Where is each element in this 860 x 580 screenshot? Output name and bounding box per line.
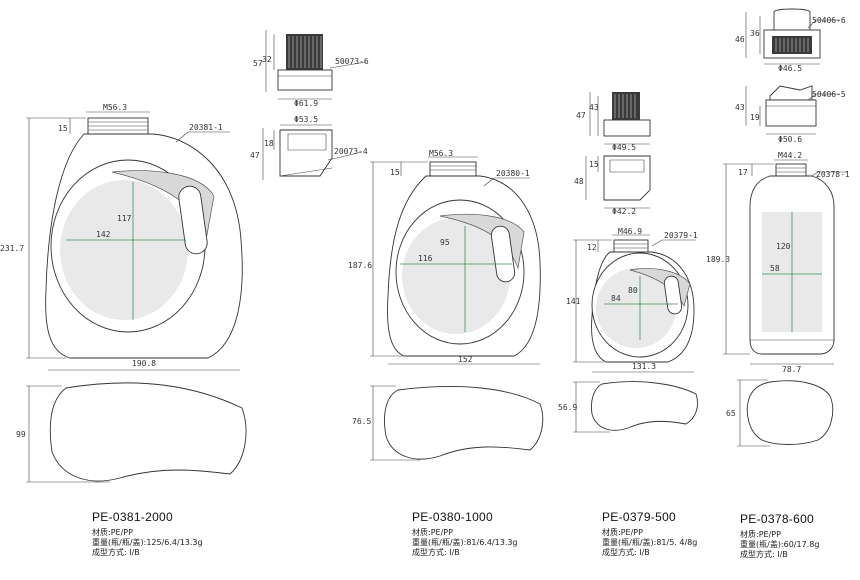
weight-text: 重量(瓶/瓶/盖):81/6.4/13.3g bbox=[412, 538, 518, 547]
material-text: 材质:PE/PP bbox=[602, 528, 643, 537]
bottle-0380-dimensions: 187.6 15 M56.3 20380-1 116 95 152 bbox=[348, 149, 540, 365]
cap-20073-4-code: 20073-4 bbox=[334, 147, 368, 156]
dim-height-0378: 189.3 bbox=[706, 255, 730, 264]
weight-text: 重量(瓶/盖):60/17.8g bbox=[740, 540, 820, 549]
cap-50406-5-height: 43 bbox=[735, 103, 745, 112]
bottle-0379-front-view bbox=[591, 239, 695, 363]
weight-text: 重量(瓶/瓶/盖):81/5. 4/8g bbox=[602, 538, 698, 547]
material-text: 材质:PE/PP bbox=[412, 528, 453, 537]
molding-text: 成型方式: I/B bbox=[602, 548, 650, 557]
dim-label-w-0378: 58 bbox=[770, 264, 780, 273]
dim-height-0381: 231.7 bbox=[0, 244, 24, 253]
cap-0379-a-diameter: Φ49.5 bbox=[612, 143, 636, 152]
bottle-0378-front-view bbox=[749, 163, 835, 355]
cap-50406-5-diameter: Φ50.6 bbox=[778, 135, 802, 144]
dim-height-0380: 187.6 bbox=[348, 261, 372, 270]
cap-0379-a: 47 43 Φ49.5 bbox=[576, 92, 651, 152]
bottle-0380-top-view: 76.5 bbox=[352, 385, 544, 461]
cap-50406-6: 46 36 Φ46.5 50406-6 bbox=[735, 8, 846, 73]
caption-0381: PE-0381-2000 材质:PE/PP 重量(瓶/瓶/盖):125/6.4/… bbox=[92, 510, 203, 558]
cap-0379-b-height: 48 bbox=[574, 177, 584, 186]
dim-width-0379: 131.3 bbox=[632, 362, 656, 371]
bottle-0381-front-view bbox=[45, 117, 243, 359]
cap-50406-5: 43 19 Φ50.6 50406-5 bbox=[735, 85, 846, 144]
bottle-code-0379: 20379-1 bbox=[664, 231, 698, 240]
dim-label-w-0381: 142 bbox=[96, 230, 111, 239]
bottle-0379-top-view: 56.9 bbox=[558, 381, 698, 433]
dim-label-h-0378: 120 bbox=[776, 242, 791, 251]
bottle-0379-dimensions: 141 12 M46.9 20379-1 84 80 131.3 bbox=[566, 227, 698, 373]
dim-neck-0380: 15 bbox=[390, 168, 400, 177]
molding-text: 成型方式: I/B bbox=[740, 550, 788, 559]
cap-50406-6-inner: 36 bbox=[750, 29, 760, 38]
dim-neck-0379: 12 bbox=[587, 243, 597, 252]
bottle-0379-label-area bbox=[596, 268, 676, 348]
dim-neck-0381: 15 bbox=[58, 124, 68, 133]
dim-label-w-0380: 116 bbox=[418, 254, 433, 263]
cap-0379-b-diameter: Φ42.2 bbox=[612, 207, 636, 216]
cap-20073-4: 47 18 Φ53.5 20073-4 bbox=[250, 115, 368, 180]
molding-text: 成型方式: I/B bbox=[412, 548, 460, 557]
bottle-0381-top-view: 99 bbox=[16, 382, 247, 483]
dim-depth-0378: 65 bbox=[726, 409, 736, 418]
cap-50073-6-code: 50073-6 bbox=[335, 57, 369, 66]
dim-neck-0378: 17 bbox=[738, 168, 748, 177]
cap-0379-b: 48 15 Φ42.2 bbox=[574, 155, 651, 216]
dim-depth-0381: 99 bbox=[16, 430, 26, 439]
bottle-0378-dimensions: 189.3 17 M44.2 20378-1 120 58 78.7 bbox=[706, 151, 850, 374]
cap-20073-4-height: 47 bbox=[250, 151, 260, 160]
cap-0379-b-inner: 15 bbox=[589, 160, 599, 169]
cap-20073-4-diameter: Φ53.5 bbox=[294, 115, 318, 124]
dim-thread-0380: M56.3 bbox=[429, 149, 453, 158]
caption-0379: PE-0379-500 材质:PE/PP 重量(瓶/瓶/盖):81/5. 4/8… bbox=[602, 510, 697, 558]
model-name: PE-0380-1000 bbox=[412, 510, 493, 524]
cap-50406-6-diameter: Φ46.5 bbox=[778, 64, 802, 73]
cap-50406-6-code: 50406-6 bbox=[812, 16, 846, 25]
dim-thread-0381: M56.3 bbox=[103, 103, 127, 112]
bottle-0380-label-area bbox=[402, 218, 510, 334]
dim-label-h-0379: 80 bbox=[628, 286, 638, 295]
material-text: 材质:PE/PP bbox=[740, 530, 781, 539]
bottle-0380-front-view bbox=[387, 161, 541, 357]
bottle-code-0381: 20381-1 bbox=[189, 123, 223, 132]
cap-50406-6-height: 46 bbox=[735, 35, 745, 44]
dim-label-h-0380: 95 bbox=[440, 238, 450, 247]
model-name: PE-0381-2000 bbox=[92, 510, 173, 524]
bottle-code-0378: 20378-1 bbox=[816, 170, 850, 179]
dim-width-0380: 152 bbox=[458, 355, 473, 364]
cap-0379-a-inner: 43 bbox=[589, 103, 599, 112]
material-text: 材质:PE/PP bbox=[92, 528, 133, 537]
dim-width-0378: 78.7 bbox=[782, 365, 801, 374]
bottle-0381-label-area bbox=[60, 180, 188, 320]
bottle-0378-top-view: 65 bbox=[726, 379, 834, 447]
model-name: PE-0378-600 bbox=[740, 512, 815, 526]
dim-depth-0379: 56.9 bbox=[558, 403, 577, 412]
dim-thread-0378: M44.2 bbox=[778, 151, 802, 160]
dim-height-0379: 141 bbox=[566, 297, 581, 306]
cap-50073-6-inner: 32 bbox=[262, 55, 272, 64]
bottle-code-0380: 20380-1 bbox=[496, 169, 530, 178]
dim-thread-0379: M46.9 bbox=[618, 227, 642, 236]
caption-0380: PE-0380-1000 材质:PE/PP 重量(瓶/瓶/盖):81/6.4/1… bbox=[412, 510, 518, 558]
dim-label-w-0379: 84 bbox=[611, 294, 621, 303]
dim-depth-0380: 76.5 bbox=[352, 417, 371, 426]
caption-0378: PE-0378-600 材质:PE/PP 重量(瓶/盖):60/17.8g 成型… bbox=[740, 512, 819, 560]
cap-50406-5-inner: 19 bbox=[750, 113, 760, 122]
cap-50073-6-diameter: Φ61.9 bbox=[294, 99, 318, 108]
model-name: PE-0379-500 bbox=[602, 510, 677, 524]
dim-width-0381: 190.8 bbox=[132, 359, 156, 368]
cap-50073-6: 57 32 Φ61.9 50073-6 bbox=[253, 30, 369, 108]
bottle-0381-dimensions: 231.7 15 M56.3 20381-1 142 117 190.8 bbox=[0, 103, 240, 371]
weight-text: 重量(瓶/瓶/盖):125/6.4/13.3g bbox=[92, 538, 203, 547]
molding-text: 成型方式: I/B bbox=[92, 548, 140, 557]
cap-0379-a-height: 47 bbox=[576, 111, 586, 120]
dim-label-h-0381: 117 bbox=[117, 214, 132, 223]
cap-20073-4-inner: 18 bbox=[264, 139, 274, 148]
cap-50406-5-code: 50406-5 bbox=[812, 90, 846, 99]
cap-50073-6-height: 57 bbox=[253, 59, 263, 68]
